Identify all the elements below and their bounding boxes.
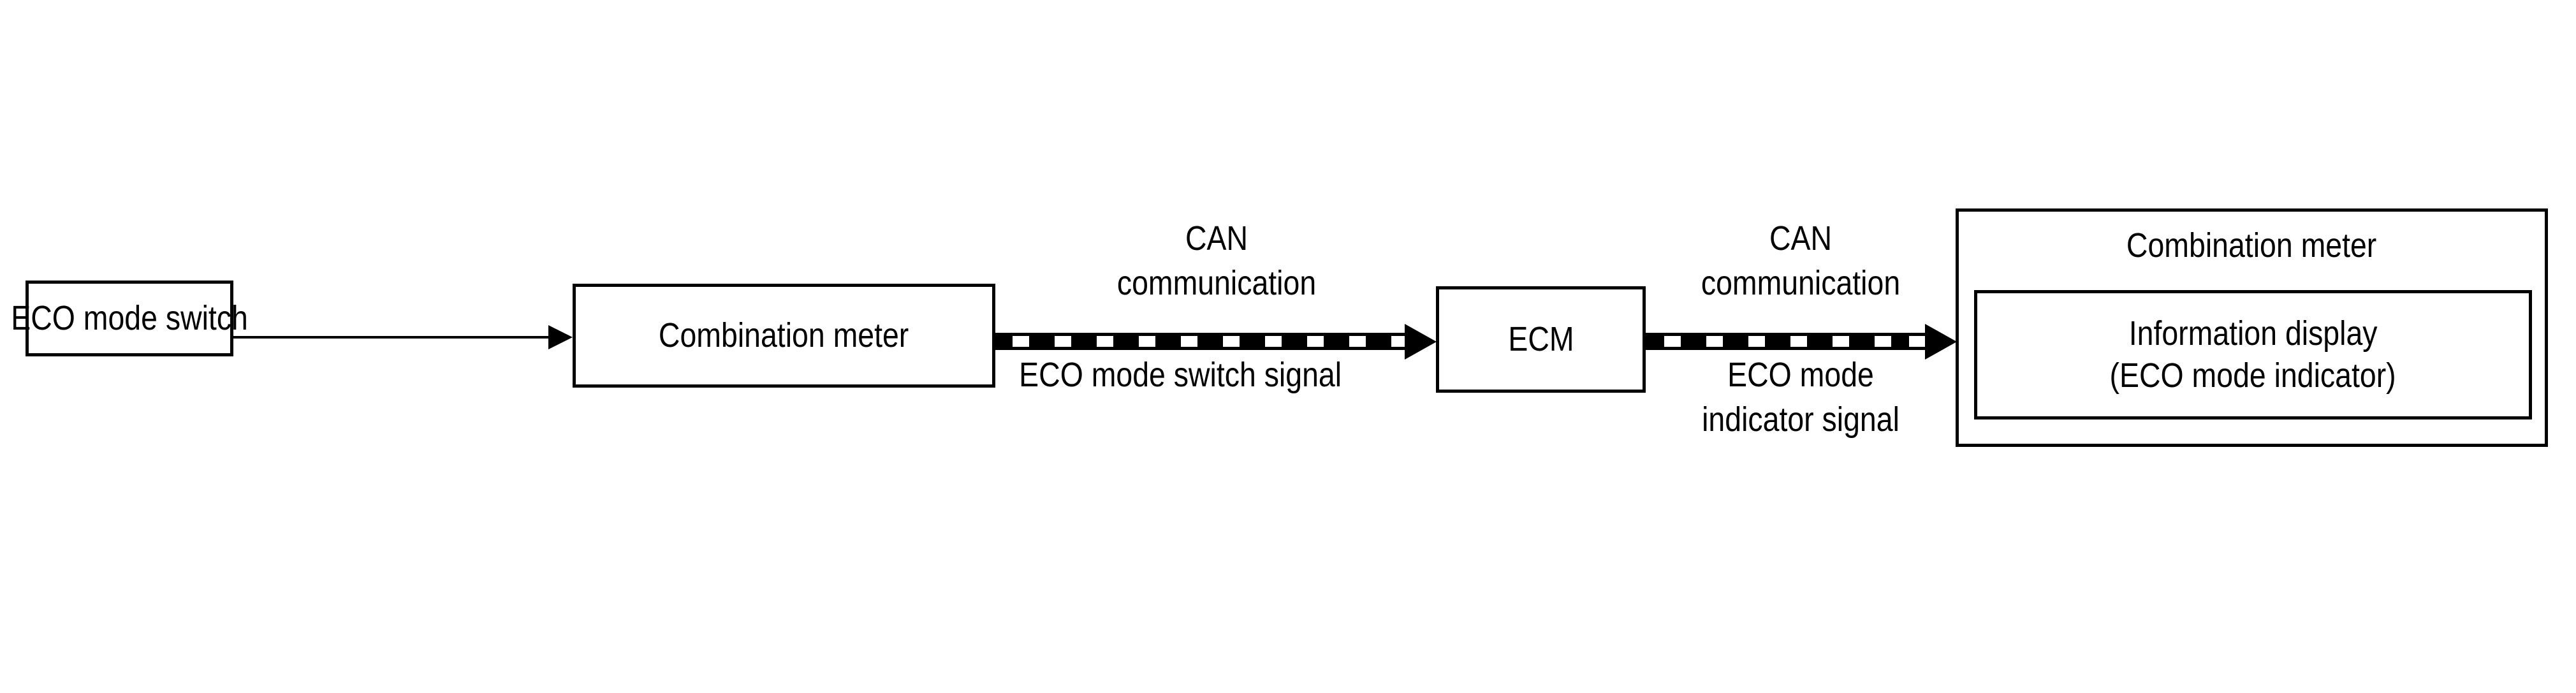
node-combination-meter-right: Combination meter Information display (E… [1956,208,2548,447]
can-dash-tick [1833,336,1849,347]
connector-ecm-to-meter-label-signal-line2: indicator signal [1686,399,1915,441]
can-dash-tick [1349,336,1366,347]
can-dash-tick [1055,336,1071,347]
node-combination-meter-right-label-text: Combination meter [2126,226,2377,265]
node-information-display: Information display (ECO mode indicator) [1974,290,2532,419]
can-dash-tick [1223,336,1240,347]
can-dash-tick [1307,336,1324,347]
connector-ecm-to-meter-label-signal-line1: ECO mode [1715,354,1885,397]
node-ecm: ECM [1436,286,1646,393]
connector-meter-to-ecm-label-can: CAN [1180,218,1253,260]
connector-ecm-to-meter-label-signal-line2-text: indicator signal [1702,400,1899,439]
connector-ecm-to-meter-arrowhead [1925,324,1957,360]
node-information-display-line2: (ECO mode indicator) [2086,355,2419,397]
connector-ecm-to-meter-bar [1645,333,1927,350]
node-ecm-label: ECM [1507,320,1574,359]
can-dash-tick [1013,336,1029,347]
can-dash-tick [1097,336,1113,347]
node-combination-meter-left: Combination meter [573,284,995,388]
connector-meter-to-ecm-arrowhead [1405,324,1437,360]
connector-ecm-to-meter-label-communication: communication [1685,263,1916,305]
node-eco-mode-switch: ECO mode switch [11,281,248,356]
can-dash-tick [1139,336,1155,347]
connector-meter-to-ecm-label-can-text: CAN [1185,219,1248,258]
connector-meter-to-ecm-label-signal-text: ECO mode switch signal [1019,356,1342,394]
connector-ecm-to-meter-label-communication-text: communication [1701,264,1901,302]
can-dash-tick [1748,336,1765,347]
connector-meter-to-ecm-bar [995,333,1408,350]
connector-switch-to-meter-arrowhead [548,325,573,349]
node-eco-mode-switch-label: ECO mode switch [11,299,248,338]
can-dash-tick [1875,336,1891,347]
node-combination-meter-right-label: Combination meter [1959,226,2545,265]
connector-ecm-to-meter-label-signal-line1-text: ECO mode [1727,356,1874,394]
can-dash-tick [1790,336,1807,347]
node-information-display-line1-text: Information display [2128,314,2378,353]
can-dash-tick [1391,336,1408,347]
node-combination-meter-left-label: Combination meter [659,316,909,355]
connector-switch-to-meter-shaft [233,336,549,339]
connector-ecm-to-meter-label-can: CAN [1764,218,1837,260]
node-information-display-line2-text: (ECO mode indicator) [2109,356,2397,395]
connector-meter-to-ecm-label-communication-text: communication [1116,264,1317,302]
can-dash-tick [1706,336,1723,347]
node-information-display-line1: Information display [2109,313,2397,355]
can-dash-tick [1265,336,1282,347]
can-dash-tick [1181,336,1197,347]
connector-meter-to-ecm-label-communication: communication [1101,263,1332,305]
can-dash-tick [1664,336,1681,347]
connector-ecm-to-meter-label-can-text: CAN [1769,219,1833,258]
can-dash-tick [1909,336,1926,347]
connector-meter-to-ecm-label-signal: ECO mode switch signal [993,354,1368,397]
